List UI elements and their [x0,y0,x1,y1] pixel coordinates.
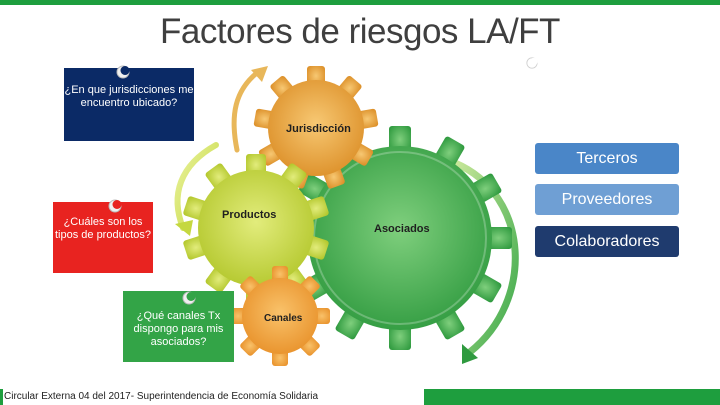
gear-label-asociados: Asociados [374,223,430,235]
crescent-pin-icon [182,291,196,305]
top-accent-bar [0,0,720,5]
arrow-left-productos [174,142,219,236]
side-box-colaboradores: Colaboradores [535,226,679,257]
side-box-proveedores: Proveedores [535,184,679,215]
note-jurisdiccion: ¿En que jurisdicciones me encuentro ubic… [64,68,194,141]
gear-label-jurisdiccion: Jurisdicción [286,123,351,135]
gear-productos [183,154,329,302]
arrow-top-jurisdiccion [231,66,268,153]
page-title: Factores de riesgos LA/FT [160,12,560,51]
note-canales-text: ¿Qué canales Tx dispongo para mis asocia… [133,310,224,348]
note-jurisdiccion-text: ¿En que jurisdicciones me encuentro ubic… [64,84,194,109]
crescent-pin-icon [108,199,122,213]
arrow-right-asociados [451,159,519,364]
gear-label-productos: Productos [222,209,277,221]
crescent-pin-icon [116,65,130,79]
crescent-pin-icon [526,57,538,69]
gear-label-canales: Canales [264,313,303,324]
note-productos: ¿Cuáles son los tipos de productos? [53,202,153,273]
gear-jurisdiccion [253,66,379,189]
note-productos-text: ¿Cuáles son los tipos de productos? [54,216,151,241]
side-box-terceros: Terceros [535,143,679,174]
note-canales: ¿Qué canales Tx dispongo para mis asocia… [123,291,234,362]
gear-canales [230,266,330,366]
footer-citation: Circular Externa 04 del 2017- Superinten… [3,389,424,405]
